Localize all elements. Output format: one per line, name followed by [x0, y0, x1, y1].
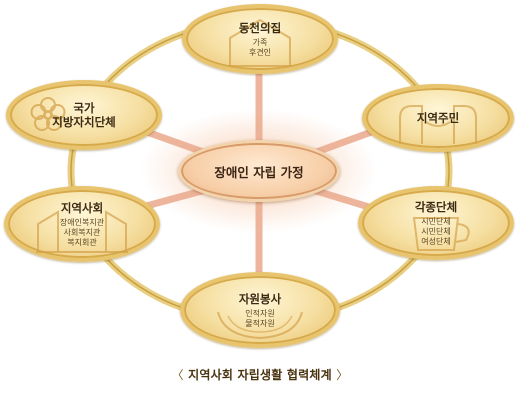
node-government: 국가 지방자치단체: [6, 80, 162, 150]
cup-icon: [412, 217, 470, 251]
node-community-title: 지역사회: [60, 200, 104, 215]
node-volunteer: 자원봉사 인적자원 물적자원: [180, 272, 340, 348]
node-community-sub-3: 복지회관: [67, 237, 97, 247]
diagram-caption: 〈 지역사회 자립생활 협력체계 〉: [0, 366, 520, 383]
flower-emblem-icon: [30, 97, 66, 131]
node-groups-sub-1: 시민단체: [421, 216, 451, 226]
caption-close-bracket: 〉: [336, 368, 349, 382]
node-family: 동천의집 가족 후견인: [182, 4, 338, 74]
node-groups-sub: 시민단체 시민단체 여성단체: [421, 217, 450, 247]
building-icon: [36, 210, 128, 253]
node-volunteer-sub-2: 물적자원: [245, 318, 275, 328]
node-community-sub-1: 장애인복지관: [59, 217, 105, 227]
people-icon: [399, 105, 477, 144]
node-family-title: 동천의집: [238, 20, 282, 35]
node-volunteer-title: 자원봉사: [238, 291, 282, 306]
node-groups-sub-2: 시민단체: [421, 226, 451, 236]
node-family-sub-1: 가족: [252, 37, 268, 47]
node-volunteer-sub: 인적자원 물적자원: [245, 309, 274, 329]
node-volunteer-sub-1: 인적자원: [245, 308, 275, 318]
node-residents-title: 지역주민: [416, 111, 460, 125]
caption-open-bracket: 〈: [171, 368, 184, 382]
node-community-sub-2: 사회복지관: [63, 227, 101, 237]
node-community: 지역사회 장애인복지관 사회복지관 복지회관: [4, 186, 160, 262]
node-groups-sub-3: 여성단체: [421, 236, 451, 246]
node-groups: 각종단체 시민단체 시민단체 여성단체: [358, 186, 514, 260]
node-family-sub-2: 후견인: [248, 47, 272, 57]
center-label: 장애인 자립 가정: [214, 164, 304, 180]
node-residents: 지역주민: [362, 84, 514, 152]
center-node: 장애인 자립 가정: [178, 140, 340, 202]
node-family-sub: 가족 후견인: [249, 38, 271, 58]
node-groups-title: 각종단체: [414, 199, 458, 214]
house-icon: [229, 18, 291, 67]
node-government-title: 국가 지방자치단체: [52, 101, 116, 129]
node-community-sub: 장애인복지관 사회복지관 복지회관: [60, 218, 104, 248]
hands-icon: [217, 311, 303, 340]
caption-text: 지역사회 자립생활 협력체계: [188, 368, 332, 382]
